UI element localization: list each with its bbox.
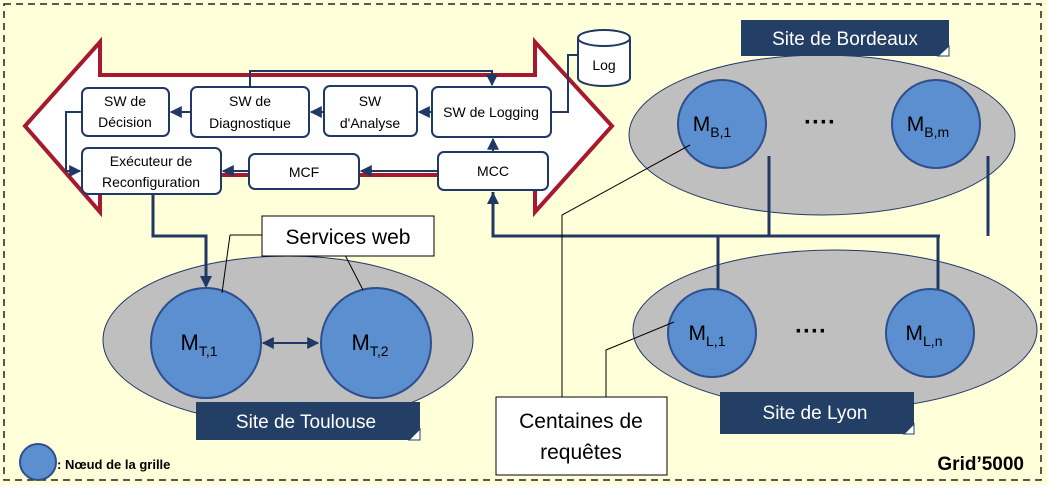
requetes-line-1	[561, 144, 691, 397]
svg-text:Site de Bordeaux: Site de Bordeaux	[772, 29, 918, 50]
analyse-label-1: SW	[359, 93, 382, 109]
node-t2-label: MT,2	[351, 330, 388, 359]
legend-node-icon	[19, 443, 57, 481]
decision-label-1: SW de	[104, 93, 146, 109]
diagnostique-label-2: Diagnostique	[209, 115, 291, 131]
dashed-border	[3, 3, 1042, 481]
mcc-input-arrowhead	[487, 192, 499, 204]
lyon-ellipsis: ····	[795, 318, 827, 345]
log-label: Log	[592, 57, 615, 73]
executeur-label-2: Reconfiguration	[102, 174, 200, 190]
services-web-label: Services web	[286, 226, 411, 249]
bordeaux-ellipsis: ····	[804, 109, 836, 136]
toulouse-site-label: Site de Toulouse	[196, 402, 421, 441]
node-l1	[667, 288, 757, 378]
requetes-callout	[495, 396, 668, 476]
node-b1-label: MB,1	[693, 113, 732, 140]
grid5000-title: Grid’5000	[937, 454, 1024, 475]
node-ln	[885, 288, 975, 378]
requetes-label-2: requêtes	[540, 441, 622, 464]
log-database-icon	[577, 29, 631, 87]
diagnostique-label-1: SW de	[229, 93, 271, 109]
node-l1-label: ML,1	[689, 322, 726, 349]
network-lines	[151, 156, 990, 289]
node-t2	[320, 287, 432, 399]
services-web-line-2	[344, 254, 364, 291]
requetes-line-2	[605, 321, 675, 397]
decision-label-2: Décision	[98, 114, 152, 130]
toulouse-input-arrowhead	[200, 276, 212, 288]
svg-text:Site de Lyon: Site de Lyon	[763, 403, 868, 424]
services-web-callout	[261, 215, 435, 257]
node-ln-label: ML,n	[906, 322, 943, 349]
legend-label: : Nœud de la grille	[57, 457, 170, 472]
bordeaux-site-label: Site de Bordeaux	[741, 20, 950, 57]
node-t1-label: MT,1	[180, 330, 217, 359]
mcc-label: MCC	[477, 163, 509, 179]
requetes-label-1: Centaines de	[519, 410, 643, 433]
services-web-line-1b	[221, 234, 231, 294]
mcf-label: MCF	[289, 164, 319, 180]
internal-arrows	[65, 70, 499, 177]
executeur-label-1: Exécuteur de	[110, 153, 193, 169]
node-bm-label: MB,m	[907, 113, 949, 140]
logging-to-log-line	[551, 54, 578, 113]
node-b1	[677, 79, 767, 169]
logging-label: SW de Logging	[443, 104, 539, 120]
lyon-site-label: Site de Lyon	[720, 392, 915, 435]
node-bm	[891, 79, 981, 169]
analyse-label-2: d'Analyse	[340, 115, 400, 131]
svg-text:Site de Toulouse: Site de Toulouse	[236, 412, 376, 433]
